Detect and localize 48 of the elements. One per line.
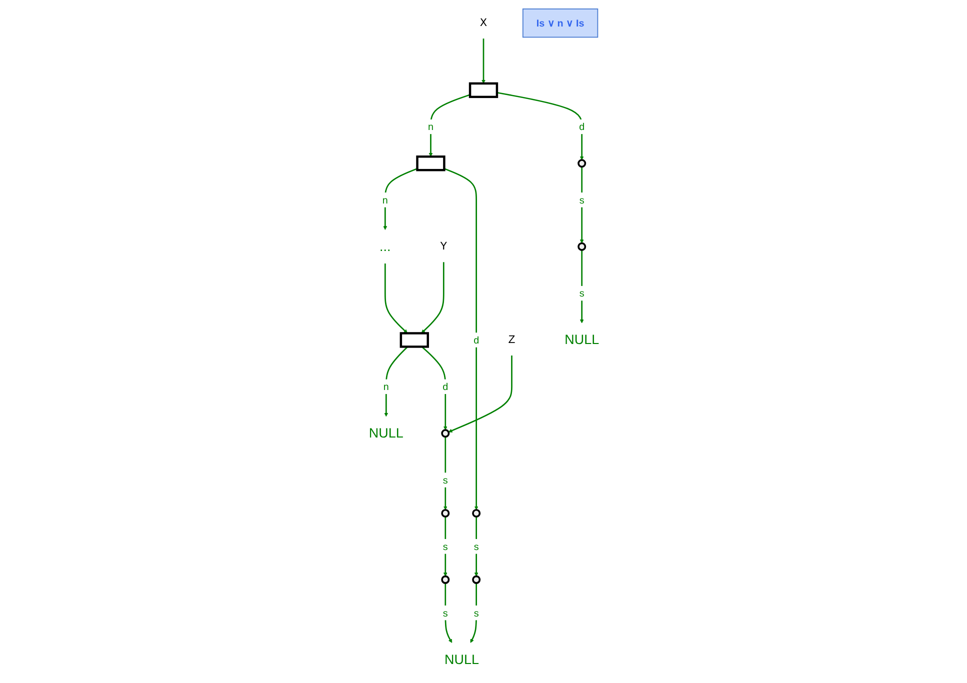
edge-label: s	[473, 606, 478, 618]
node-text: Z	[508, 332, 515, 346]
arrow	[579, 249, 584, 323]
edge-label: n	[427, 120, 433, 132]
node-text: X	[479, 16, 487, 30]
arrow	[382, 168, 418, 230]
edge-label: s	[473, 540, 478, 552]
edge-label: s	[442, 606, 448, 618]
edge-label: d	[473, 334, 479, 346]
node-box	[416, 155, 445, 171]
node-circle	[440, 428, 450, 438]
arrow	[420, 346, 447, 430]
edge-label: n	[382, 380, 388, 392]
arrow	[444, 582, 452, 642]
node-box	[468, 82, 498, 98]
arrow	[579, 166, 584, 243]
node-text: Y	[440, 239, 447, 253]
arrow	[442, 436, 447, 510]
node-text: NULL	[368, 425, 403, 440]
arrow	[442, 516, 447, 576]
edge-label: n	[382, 194, 388, 206]
arrow	[420, 262, 444, 333]
node-circle	[472, 574, 480, 584]
node-text: NULL	[444, 652, 478, 666]
node-circle	[440, 508, 450, 517]
node-box	[399, 332, 428, 348]
edge-label: s	[578, 194, 584, 206]
node-box: Is ∨ n ∨ Is	[522, 8, 598, 38]
node-circle	[472, 508, 480, 517]
node-circle	[577, 242, 586, 250]
arrow	[448, 354, 512, 432]
arrow	[443, 168, 478, 510]
arrow	[481, 38, 485, 84]
edge-label: d	[578, 120, 584, 132]
edge-label: s	[442, 474, 448, 486]
edge-label: s	[442, 540, 448, 552]
node-circle	[440, 574, 450, 584]
edge-label: d	[442, 380, 448, 392]
arrow	[496, 91, 584, 160]
arrow	[428, 94, 470, 156]
arrow	[384, 262, 408, 333]
node-text: ...	[379, 238, 390, 254]
arrow	[384, 346, 408, 416]
edge-label: s	[578, 287, 584, 298]
arrow	[474, 516, 478, 576]
arrow	[470, 582, 476, 642]
node-circle	[577, 158, 586, 168]
node-text: NULL	[564, 332, 599, 347]
